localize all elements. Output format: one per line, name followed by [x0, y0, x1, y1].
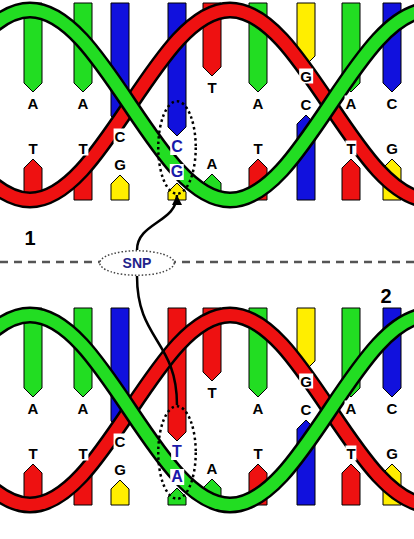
base-letter: T	[345, 446, 356, 461]
base-letter: A	[345, 96, 358, 111]
base-letter: A	[170, 469, 184, 485]
base-letter: C	[114, 129, 127, 144]
highlight-ellipse: TA	[157, 405, 197, 500]
base-letter: T	[206, 80, 217, 95]
base-letter: A	[206, 461, 219, 476]
base-letter: G	[385, 141, 399, 156]
base-letter: A	[345, 401, 358, 416]
base-letter: T	[27, 141, 38, 156]
base-letter: C	[386, 401, 399, 416]
base-letter: T	[345, 141, 356, 156]
base-letter: T	[171, 444, 183, 460]
base-letter: A	[206, 156, 219, 171]
base-letter: G	[170, 164, 184, 180]
dna-helix-1	[0, 3, 414, 200]
base-letter: C	[170, 139, 184, 155]
base-letter: G	[299, 374, 313, 389]
base-letter: G	[113, 157, 127, 172]
snp-ellipse: SNP	[99, 250, 175, 276]
strand-number: 2	[379, 286, 392, 306]
base-letter: A	[77, 96, 90, 111]
base-letter: C	[300, 402, 313, 417]
base-letter: A	[27, 401, 40, 416]
base-letter: T	[77, 141, 88, 156]
base-letter: A	[252, 96, 265, 111]
divider-line	[0, 261, 414, 264]
ellipse-outline	[158, 101, 196, 194]
base-letter: T	[27, 446, 38, 461]
base-letter: C	[300, 97, 313, 112]
dna-helix-2	[0, 308, 414, 505]
base-letter: C	[114, 434, 127, 449]
strand-number: 1	[23, 228, 36, 248]
base-letter: A	[27, 96, 40, 111]
base-letter: C	[386, 96, 399, 111]
base-letter: G	[113, 462, 127, 477]
snp-label: SNP	[123, 256, 152, 270]
snp-arrow	[137, 276, 177, 405]
base-letter: G	[299, 69, 313, 84]
base-letter: T	[77, 446, 88, 461]
base-letter: T	[206, 385, 217, 400]
highlight-ellipse: CG	[157, 100, 197, 195]
base-letter: T	[252, 141, 263, 156]
base-letter: G	[385, 446, 399, 461]
base-letter: T	[252, 446, 263, 461]
snp-arrow	[137, 195, 177, 250]
base-letter: A	[77, 401, 90, 416]
ellipse-outline	[100, 251, 175, 276]
ellipse-outline	[158, 406, 196, 499]
base-letter: A	[252, 401, 265, 416]
